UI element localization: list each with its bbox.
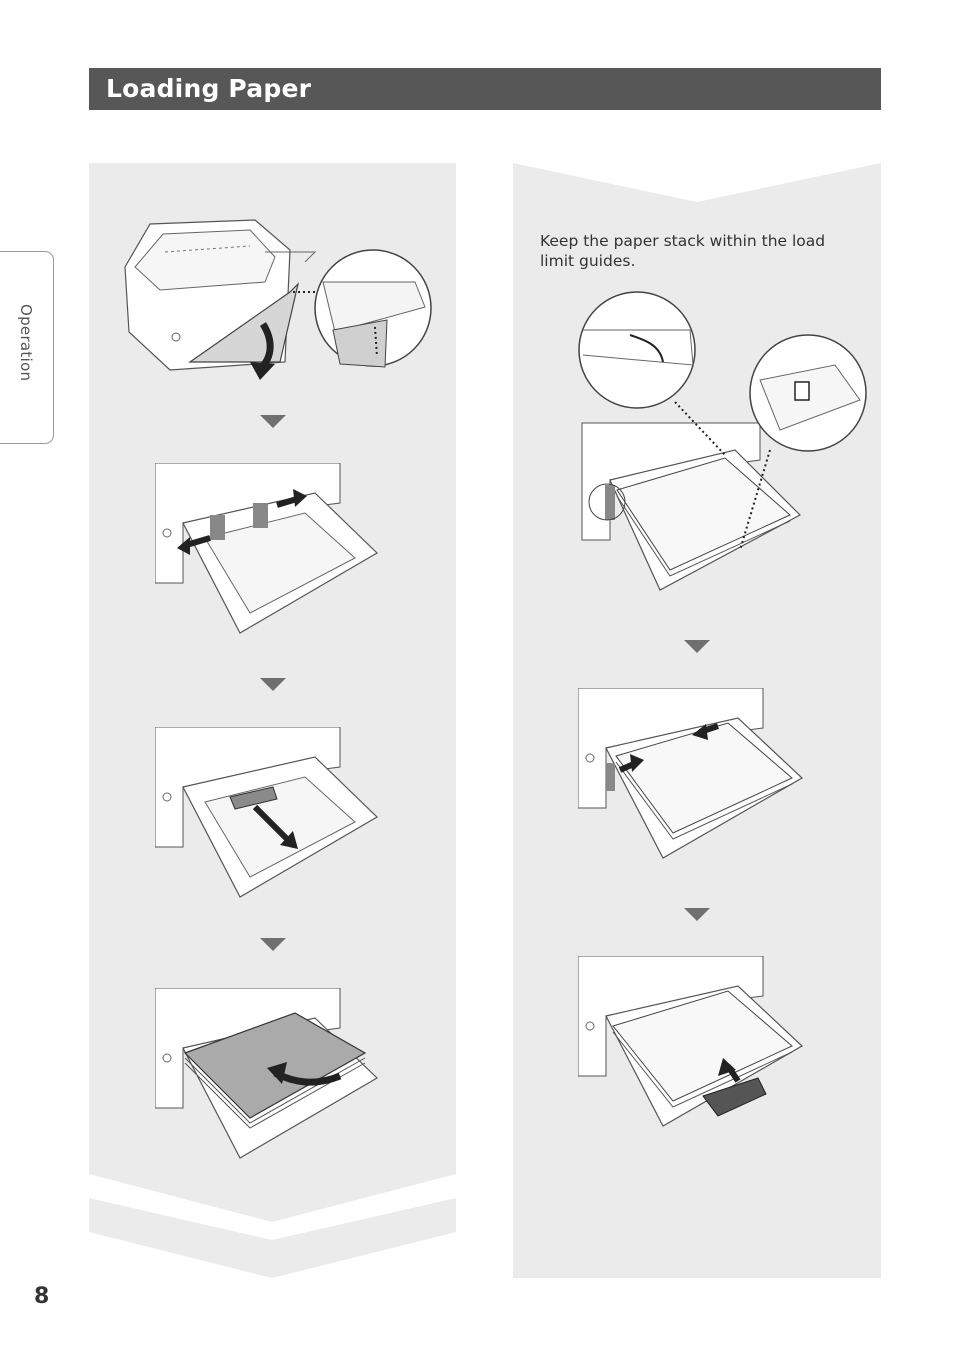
- step-arrow-icon: [684, 908, 710, 921]
- left-panel-chevron: [89, 1198, 456, 1278]
- adjust-side-guides-illustration: [578, 688, 804, 859]
- title-bar: [89, 68, 881, 110]
- paper-guides-slide-illustration: [155, 463, 378, 634]
- adjust-rear-guide-illustration: [578, 956, 804, 1127]
- step-arrow-icon: [684, 640, 710, 653]
- load-limit-guides-illustration: [578, 291, 867, 591]
- section-tab: [0, 251, 54, 444]
- left-panel: [89, 163, 456, 1222]
- step-arrow-icon: [260, 678, 286, 691]
- load-paper-illustration: [155, 988, 378, 1159]
- printer-open-cover-illustration: [115, 212, 445, 387]
- page-number: 8: [34, 1284, 50, 1309]
- instruction-text: Keep the paper stack within the load lim…: [540, 232, 826, 270]
- section-tab-label: Operation: [17, 304, 35, 382]
- step-arrow-icon: [260, 415, 286, 428]
- page-title: Loading Paper: [106, 74, 312, 103]
- step-arrow-icon: [260, 938, 286, 951]
- rear-guide-slide-illustration: [155, 727, 378, 898]
